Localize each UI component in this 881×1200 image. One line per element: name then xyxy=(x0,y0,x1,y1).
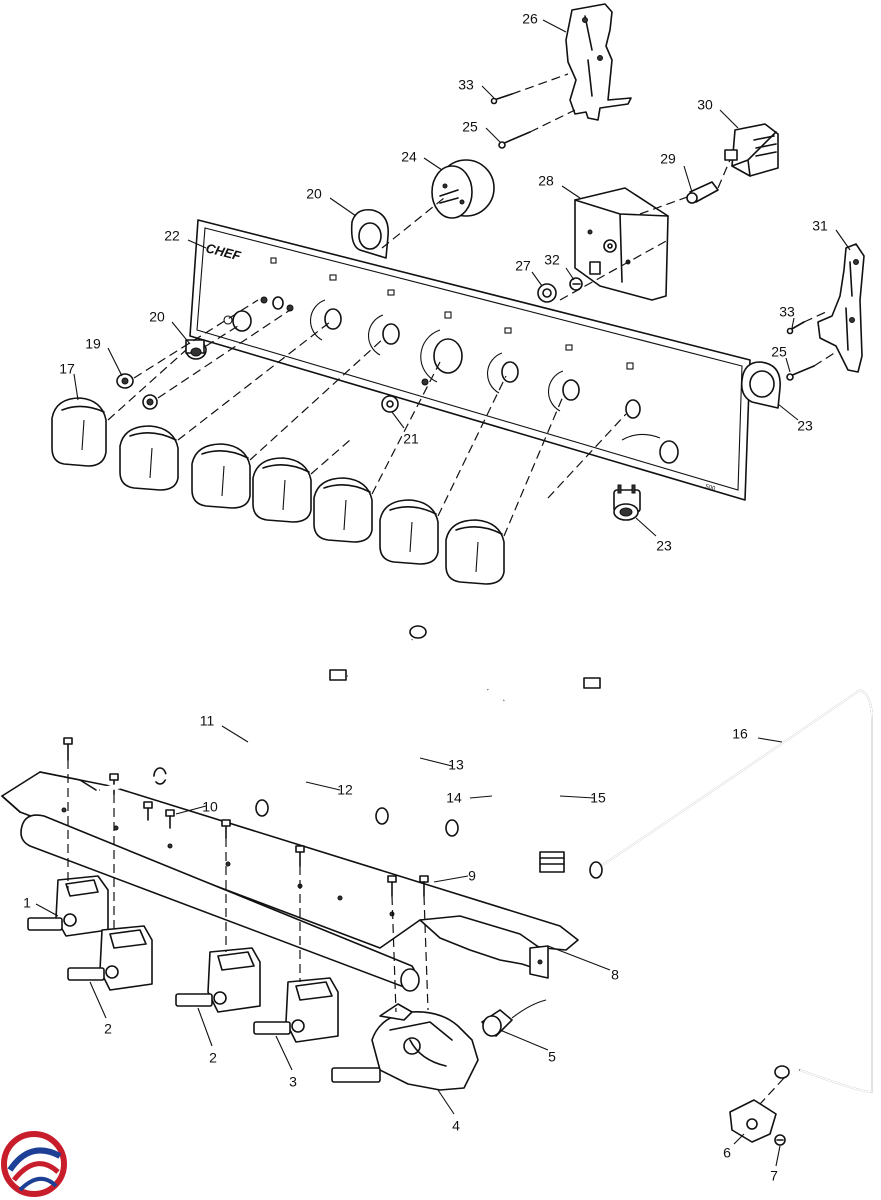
callout-22: 22 xyxy=(164,228,180,244)
callout-8: 8 xyxy=(611,967,619,983)
callout-2: 2 xyxy=(104,1021,112,1037)
callout-19: 19 xyxy=(85,336,101,352)
knob-2 xyxy=(119,425,179,491)
callout-24: 24 xyxy=(401,149,417,165)
callout-21: 21 xyxy=(403,431,419,447)
assembly-lines-upper xyxy=(107,73,837,537)
callout-23: 23 xyxy=(797,418,813,434)
callout-16: 16 xyxy=(732,726,748,742)
pipe-15 xyxy=(484,687,565,873)
knob-5 xyxy=(313,477,373,543)
nut-19 xyxy=(116,373,134,389)
bush-27 xyxy=(537,283,557,303)
callout-20: 20 xyxy=(149,309,165,325)
callout-32: 32 xyxy=(544,252,560,268)
rail-screws xyxy=(63,737,429,897)
callout-33: 33 xyxy=(779,304,795,320)
tap-2a xyxy=(67,925,153,991)
bezel-23-right xyxy=(740,361,781,409)
pipe-14 xyxy=(445,701,548,837)
callout-15: 15 xyxy=(590,790,606,806)
callout-11: 11 xyxy=(200,713,215,729)
callout-12: 12 xyxy=(337,782,353,798)
gas-taps xyxy=(27,875,339,1043)
callout-1: 1 xyxy=(23,895,31,911)
gas-pipes xyxy=(99,625,601,873)
callout-17: 17 xyxy=(59,361,75,377)
ignition-switch-23 xyxy=(613,484,641,521)
side-bracket-31 xyxy=(817,243,865,373)
grommet-21 xyxy=(381,395,399,413)
timer-knob-24 xyxy=(431,159,495,219)
leader-lines xyxy=(35,19,851,1167)
callout-25: 25 xyxy=(771,344,787,360)
control-panel: CHEF 500 xyxy=(189,219,751,501)
clip-6 xyxy=(729,1099,777,1143)
pipe-12 xyxy=(255,669,375,817)
callout-26: 26 xyxy=(522,11,538,27)
fitting-5 xyxy=(481,999,547,1037)
callout-4: 4 xyxy=(452,1118,460,1134)
tap-3 xyxy=(253,977,339,1043)
callout-20: 20 xyxy=(306,186,322,202)
bezel-20-lower xyxy=(185,339,207,360)
callout-6: 6 xyxy=(723,1145,731,1161)
panel-knob-holes xyxy=(232,296,679,464)
callout-9: 9 xyxy=(468,868,476,884)
callout-29: 29 xyxy=(660,151,676,167)
panel-symbols xyxy=(223,257,634,370)
control-knobs xyxy=(51,397,505,585)
callout-28: 28 xyxy=(538,173,554,189)
callout-14: 14 xyxy=(446,790,462,806)
callout-13: 13 xyxy=(448,757,464,773)
screw-32 xyxy=(569,277,583,291)
regulator-28 xyxy=(574,187,669,301)
callout-31: 31 xyxy=(812,218,828,234)
manifold-rail-8 xyxy=(1,771,579,979)
company-logo xyxy=(1,1131,67,1197)
callout-23: 23 xyxy=(656,538,672,554)
panel-code: 500 xyxy=(705,484,717,492)
pipe-16 xyxy=(589,689,873,1093)
switch-30 xyxy=(724,123,779,177)
spindle-29 xyxy=(686,181,719,204)
callout-10: 10 xyxy=(202,799,218,815)
pipe-11 xyxy=(153,625,427,785)
knob-1 xyxy=(51,397,107,467)
callout-3: 3 xyxy=(289,1074,297,1090)
screws-33-25 xyxy=(490,93,815,381)
callout-30: 30 xyxy=(697,97,713,113)
bezel-20-upper xyxy=(350,208,389,259)
knob-6 xyxy=(379,499,439,565)
clip-19b xyxy=(142,394,158,410)
callout-2: 2 xyxy=(209,1050,217,1066)
assembly-lines-lower xyxy=(67,760,785,1105)
pipe-loop-upper xyxy=(99,661,509,793)
knob-7 xyxy=(445,519,505,585)
bracket-26 xyxy=(565,3,632,121)
callout-25: 25 xyxy=(462,119,478,135)
oven-valve-4 xyxy=(331,1003,479,1091)
callout-5: 5 xyxy=(548,1049,556,1065)
callout-33: 33 xyxy=(458,77,474,93)
callout-27: 27 xyxy=(515,258,531,274)
knob-3 xyxy=(191,443,251,509)
knob-4 xyxy=(252,457,312,523)
screw-7 xyxy=(774,1134,786,1146)
tap-2b xyxy=(175,947,261,1013)
pipe-13 xyxy=(375,677,601,825)
manifold-tube xyxy=(20,814,420,992)
callout-7: 7 xyxy=(770,1168,778,1184)
